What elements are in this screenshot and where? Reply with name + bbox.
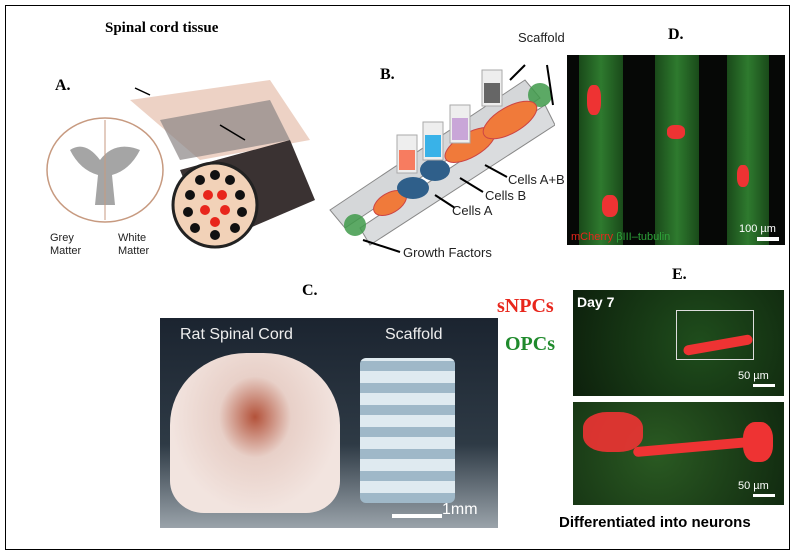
differentiation-caption: Differentiated into neurons — [559, 514, 751, 531]
scale-bar-d — [757, 237, 779, 241]
scale-label-e-top: 50 µm — [738, 370, 769, 382]
scale-label-c: 1mm — [442, 501, 478, 518]
growth-factors-label: Growth Factors — [403, 245, 492, 260]
panel-b-letter: B. — [380, 66, 395, 83]
day-label: Day 7 — [577, 294, 615, 310]
panel-c-photo: Rat Spinal Cord Scaffold 1mm — [160, 318, 498, 528]
panel-a-title: Spinal cord tissue — [105, 20, 219, 36]
tubulin-label: βIII–tubulin — [616, 231, 671, 243]
spinal-cord-illustration — [46, 80, 315, 249]
scale-label-d: 100 µm — [739, 223, 776, 235]
cells-a-label: Cells A — [452, 203, 493, 218]
panel-a-letter: A. — [55, 77, 71, 94]
scale-label-e-bottom: 50 µm — [738, 480, 769, 492]
scaffold-label: Scaffold — [518, 30, 565, 45]
figure-border — [5, 5, 790, 550]
mcherry-label: mCherry — [571, 231, 614, 243]
scaffold-bioprinting-illustration — [329, 64, 555, 253]
panel-d-microscopy-image: mCherry βIII–tubulin 100 µm — [567, 55, 785, 245]
grey-matter-label: Grey Matter — [50, 232, 82, 257]
panel-e-zoomed-image: 50 µm — [573, 402, 784, 505]
snpcs-legend: sNPCs — [497, 295, 554, 317]
opcs-legend: OPCs — [505, 333, 555, 355]
zoom-region-box — [676, 310, 754, 360]
cells-ab-label: Cells A+B — [508, 172, 565, 187]
white-matter-label: White Matter — [118, 232, 150, 257]
rat-spinal-cord-label: Rat Spinal Cord — [180, 326, 293, 343]
scaffold-photo-label: Scaffold — [385, 326, 443, 343]
cells-b-label: Cells B — [485, 188, 527, 203]
panel-e-top-image: Day 7 50 µm — [573, 290, 784, 396]
stain-labels: mCherry βIII–tubulin — [571, 231, 670, 243]
scale-bar-c — [392, 514, 442, 518]
panel-c-letter: C. — [302, 282, 318, 299]
panel-e-letter: E. — [672, 266, 687, 283]
panel-d-letter: D. — [668, 26, 684, 43]
